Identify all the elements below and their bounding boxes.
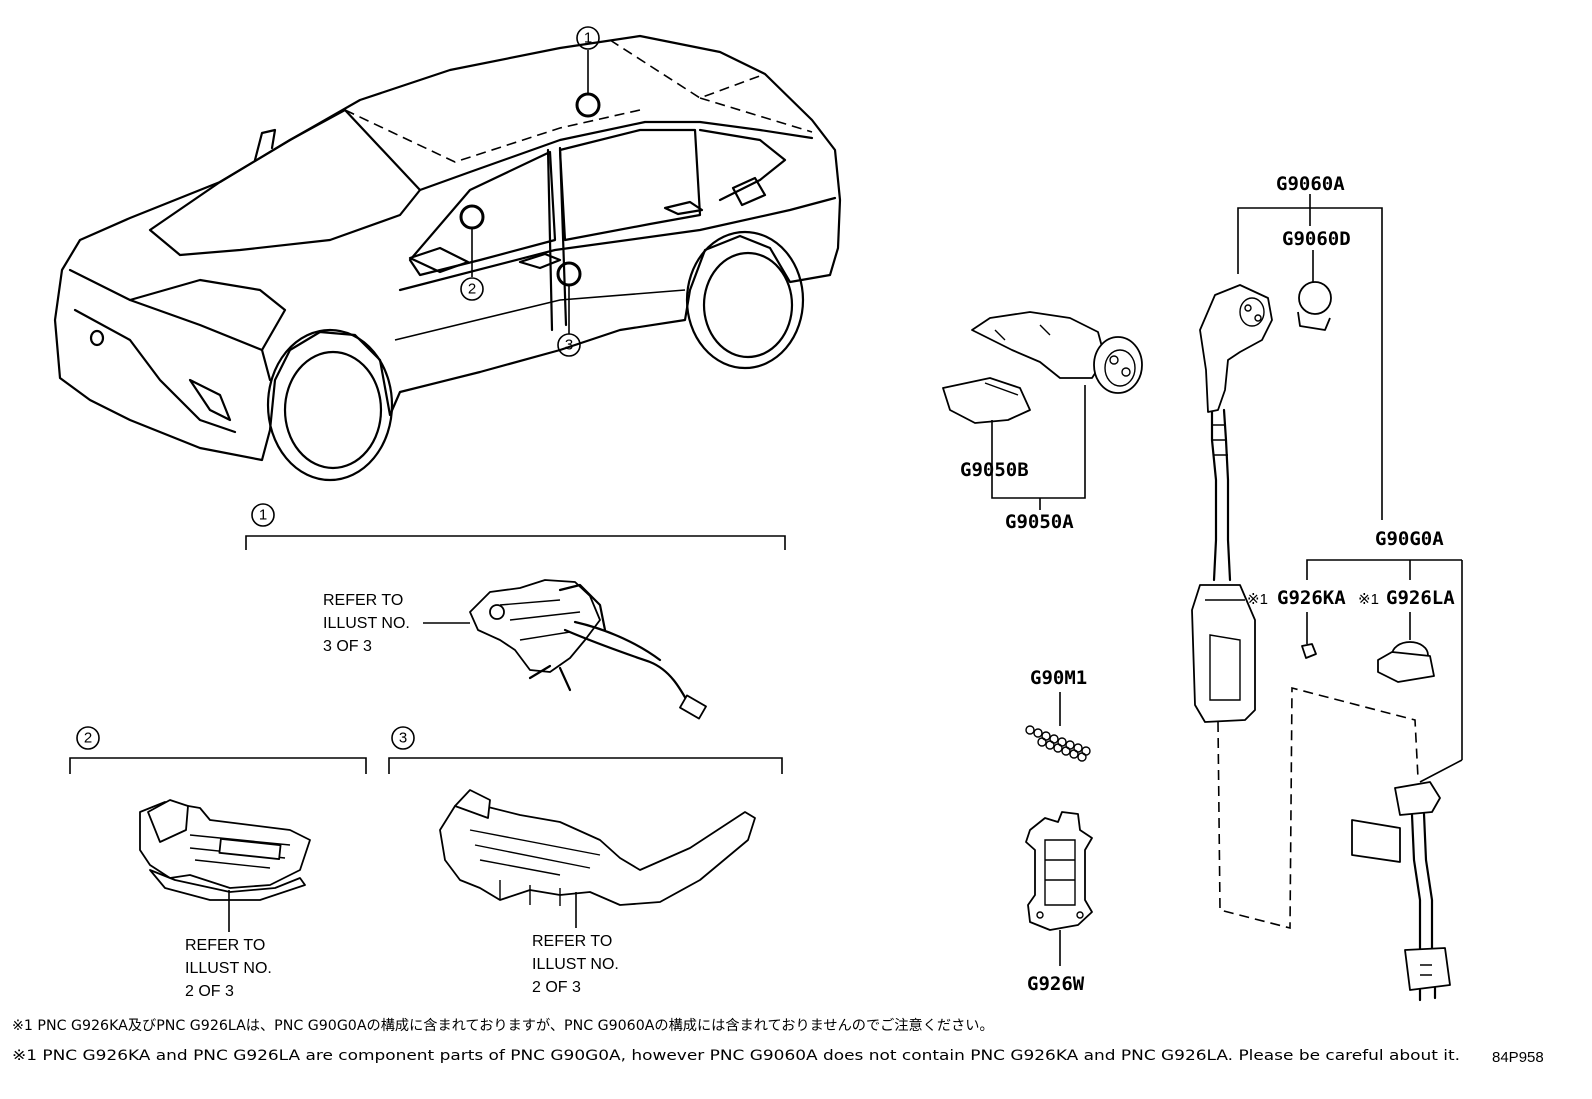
location-ring-2 [459,204,485,230]
small-clip-part [1301,643,1317,659]
callout-3-vehicle: 3 [565,337,573,354]
inlet-cover-part [942,377,1031,424]
location-ring-1 [575,92,601,118]
inlet-bracket-part [971,311,1106,379]
control-box-part [1191,584,1256,723]
label-g926ka: G926KA [1277,587,1346,609]
label-g90g0a: G90G0A [1375,528,1444,550]
section-3: 3 REFER TO ILLUST NO. 2 OF 3 [388,726,783,996]
ref-2-of-3-left-line3: 2 OF 3 [185,983,234,1000]
callout-2-vehicle: 2 [468,281,476,298]
ref-2-of-3-right-line2: ILLUST NO. [532,956,619,973]
illustration-code: 84P958 [1492,1049,1544,1066]
g90m1-group: G90M1 [1025,667,1091,762]
label-g9060d: G9060D [1282,228,1351,250]
note-english: ※1 PNC G926KA and PNC G926LA are compone… [12,1048,1460,1064]
g926w-group: G926W [1025,811,1093,995]
ref-2-of-3-right-line1: REFER TO [532,933,612,950]
section-3-number: 3 [399,730,407,747]
connector-cap-part [1297,281,1332,331]
label-g9050a: G9050A [1005,511,1074,533]
clip-strip-part [1025,725,1091,762]
location-ring-3 [556,261,582,287]
holder-part [1377,641,1435,683]
plug-end-part [1351,781,1451,1002]
vehicle-illustration: 1 2 3 [53,26,842,482]
section-1: 1 REFER TO ILLUST NO. 3 OF 3 [245,503,786,720]
charging-cable-group: G9060A G9060D [1191,173,1463,1002]
harness-assembly-3-of-3 [469,579,707,720]
charging-inlet-group: G9050B G9050A [942,311,1143,533]
ref-2-of-3-right-line3: 2 OF 3 [532,979,581,996]
section-1-number: 1 [259,507,267,524]
label-g90m1: G90M1 [1030,667,1087,689]
note-mark-g926ka: ※1 [1247,591,1268,608]
ref-3-of-3-line1: REFER TO [323,592,403,609]
note-mark-g926la: ※1 [1358,591,1379,608]
charging-connector-part [1199,284,1273,413]
label-g926w: G926W [1027,973,1085,995]
cable-holder-part [1025,811,1093,931]
label-g9050b: G9050B [960,459,1029,481]
label-g9060a: G9060A [1276,173,1345,195]
ref-2-of-3-left-line1: REFER TO [185,937,265,954]
inlet-socket-part [1093,336,1143,394]
note-japanese: ※1 PNC G926KA及びPNC G926LAは、PNC G90G0Aの構成… [12,1017,994,1034]
section-2-number: 2 [84,730,92,747]
ref-2-of-3-left-line2: ILLUST NO. [185,960,272,977]
ref-3-of-3-line2: ILLUST NO. [323,615,410,632]
label-g926la: G926LA [1386,587,1455,609]
inverter-assembly-2-of-3 [439,789,756,906]
callout-1-top: 1 [584,30,592,47]
section-2: 2 REFER TO ILLUST NO. 2 OF 3 [69,726,367,1000]
control-module-2-of-3 [139,799,311,901]
ref-3-of-3-line3: 3 OF 3 [323,638,372,655]
